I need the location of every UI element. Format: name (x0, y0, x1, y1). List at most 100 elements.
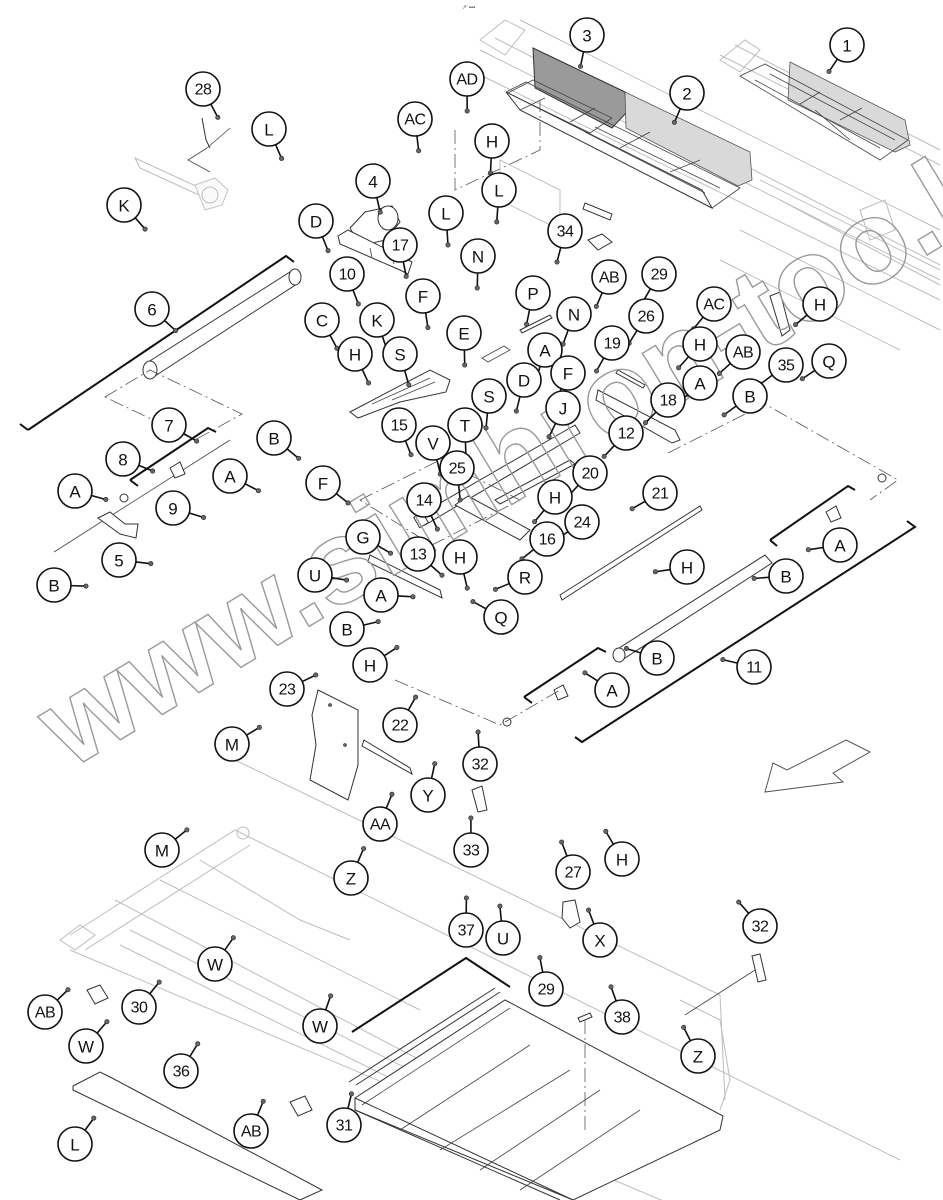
leader-line (397, 595, 411, 598)
callout-circle (742, 908, 778, 944)
callout-circle (382, 227, 418, 263)
callout-32: 32 (742, 908, 778, 944)
callout-s: S (382, 336, 418, 372)
callout-label: V (427, 435, 439, 454)
callout-22: 22 (382, 707, 418, 743)
callout-circle (337, 336, 373, 372)
leader-line (674, 108, 682, 121)
leader-line (385, 795, 392, 809)
callout-13: 13 (400, 536, 436, 572)
callout-3: 3 (569, 17, 605, 53)
callout-circle (682, 365, 718, 401)
callout-label: 30 (131, 1000, 148, 1017)
leader-line (377, 544, 390, 553)
callout-circle (362, 806, 398, 842)
callout-circle (483, 599, 519, 635)
callout-label: 32 (752, 919, 769, 936)
callout-label: 9 (168, 500, 177, 519)
callout-ab: AB (233, 1113, 269, 1149)
fastener-dot (366, 380, 372, 386)
callout-circle (481, 172, 517, 208)
callout-circle (732, 378, 768, 414)
callout-label: A (375, 587, 387, 606)
fastener-dot (652, 569, 658, 575)
leader-line (761, 374, 773, 384)
leader-line (562, 329, 569, 343)
callout-circle (572, 455, 608, 491)
leader-line (430, 515, 438, 528)
callout-circle (462, 746, 498, 782)
callout-w: W (302, 1008, 338, 1044)
callout-b: B (732, 378, 768, 414)
callout-label: M (155, 842, 169, 861)
callout-label: H (814, 296, 826, 315)
fastener-dot (720, 657, 726, 663)
leader-line (606, 832, 615, 845)
callout-a: A (57, 473, 93, 509)
callout-circle (57, 1126, 93, 1162)
fastener-dot (413, 694, 419, 700)
callout-label: F (418, 288, 428, 307)
callout-circle (447, 407, 483, 443)
leader-line (430, 564, 441, 575)
fastener-dot (594, 368, 600, 374)
lower-bearing-group (502, 646, 607, 727)
callout-m: M (214, 726, 250, 762)
callout-u: U (297, 557, 333, 593)
fastener-dot (325, 248, 331, 254)
fastener-dot (736, 899, 742, 905)
callout-circle (144, 832, 180, 868)
callout-label: P (527, 285, 538, 304)
callout-label: 19 (604, 336, 621, 353)
callout-24: 24 (564, 504, 600, 540)
leader-line (274, 144, 282, 157)
callout-23: 23 (269, 671, 305, 707)
callout-label: 23 (279, 682, 296, 699)
callout-label: M (225, 736, 239, 755)
callout-a: A (363, 577, 399, 613)
fastener-dot (389, 791, 395, 797)
fastener-dot (554, 259, 560, 265)
callout-h: H (474, 123, 510, 159)
callout-circle (297, 557, 333, 593)
callout-w: W (68, 1028, 104, 1064)
callout-label: 26 (638, 309, 655, 326)
fastener-dot (805, 547, 811, 553)
part-37-rods (348, 987, 501, 1086)
callout-z: Z (680, 1038, 716, 1074)
leader-line (244, 483, 258, 491)
callout-label: Q (822, 353, 835, 372)
callout-circle (256, 420, 292, 456)
callout-label: 27 (565, 865, 582, 882)
callout-circle (151, 407, 187, 443)
callout-circle (333, 860, 369, 896)
callout-label: B (48, 577, 59, 596)
fastener-dot (361, 846, 367, 852)
callout-label: AD (456, 72, 477, 89)
callout-label: 3 (582, 27, 591, 46)
callout-circle (474, 123, 510, 159)
callout-h: H (537, 479, 573, 515)
callout-label: K (118, 197, 130, 216)
callout-circle (680, 1038, 716, 1074)
part-11-shaft (612, 554, 773, 663)
callout-label: D (310, 213, 322, 232)
callout-ab: AB (591, 259, 627, 295)
callout-label: U (309, 567, 321, 586)
callout-circle (448, 912, 484, 948)
callout-label: 10 (339, 267, 356, 284)
leader-line (679, 356, 690, 367)
callout-label: Y (422, 787, 433, 806)
leader-line (286, 448, 298, 458)
callout-ab: AB (725, 334, 761, 370)
callout-circle (155, 490, 191, 526)
fastener-dot (104, 1019, 110, 1025)
callout-b: B (256, 420, 292, 456)
callout-label: A (224, 468, 236, 487)
fastener-dot (524, 321, 530, 327)
fastener-dot (546, 434, 552, 440)
callout-circle (811, 343, 847, 379)
leader-line (580, 51, 585, 65)
callout-k: K (106, 187, 142, 223)
